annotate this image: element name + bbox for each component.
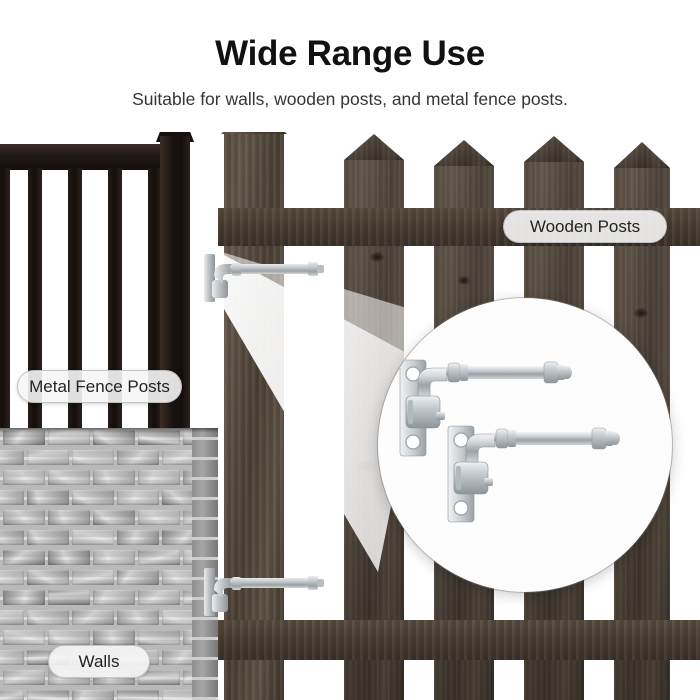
- brick: [138, 670, 180, 685]
- brick: [27, 570, 69, 585]
- page-title: Wide Range Use: [215, 34, 485, 73]
- brick: [72, 530, 114, 545]
- brick: [27, 450, 69, 465]
- brick: [138, 590, 180, 605]
- brick: [138, 430, 180, 445]
- brick: [0, 530, 24, 545]
- gate-latch-mounted-lower: [204, 568, 324, 616]
- picket-tip: [434, 140, 494, 166]
- brick: [3, 590, 45, 605]
- metal-bar: [68, 168, 82, 432]
- brick: [48, 430, 90, 445]
- metal-top-rail: [0, 144, 190, 170]
- label-metal-fence-posts-text: Metal Fence Posts: [29, 376, 170, 396]
- brick: [117, 450, 159, 465]
- brick: [117, 490, 159, 505]
- brick: [48, 510, 90, 525]
- brick: [3, 510, 45, 525]
- product-closeup-circle: [378, 298, 672, 592]
- brick: [48, 550, 90, 565]
- label-walls[interactable]: Walls: [48, 645, 150, 678]
- wood-knot: [458, 276, 470, 285]
- label-wooden-posts-text: Wooden Posts: [529, 216, 641, 236]
- brick: [27, 530, 69, 545]
- brick: [138, 630, 180, 645]
- brick: [0, 570, 24, 585]
- label-walls-text: Walls: [78, 651, 120, 671]
- brick: [72, 450, 114, 465]
- brick: [3, 670, 45, 685]
- brick: [138, 470, 180, 485]
- brick: [3, 550, 45, 565]
- brick: [0, 610, 24, 625]
- brick: [93, 630, 135, 645]
- gate-latch-lower: [447, 425, 620, 523]
- picket-tip: [344, 134, 404, 160]
- picket-tip: [614, 142, 670, 168]
- wall-top-shadow: [0, 428, 218, 433]
- brick: [93, 550, 135, 565]
- gate-latch-mounted-upper: [204, 254, 324, 302]
- brick: [27, 490, 69, 505]
- brick: [72, 490, 114, 505]
- brick: [72, 570, 114, 585]
- post-cap: [221, 132, 287, 134]
- brick: [3, 630, 45, 645]
- metal-bar: [108, 168, 122, 432]
- brick: [162, 690, 204, 700]
- metal-bar: [0, 168, 10, 432]
- brick: [117, 610, 159, 625]
- brick: [0, 690, 24, 700]
- brick: [72, 690, 114, 700]
- brick: [117, 530, 159, 545]
- brick: [138, 510, 180, 525]
- brick: [48, 630, 90, 645]
- brick: [48, 470, 90, 485]
- wood-knot: [356, 460, 376, 472]
- brick: [48, 590, 90, 605]
- brick: [3, 430, 45, 445]
- brick: [27, 610, 69, 625]
- metal-bar: [28, 168, 42, 432]
- brick: [93, 590, 135, 605]
- label-metal-fence-posts[interactable]: Metal Fence Posts: [17, 370, 182, 403]
- brick: [93, 510, 135, 525]
- wood-knot: [634, 308, 648, 318]
- brick: [0, 450, 24, 465]
- picket-tip: [524, 136, 584, 162]
- brick: [93, 430, 135, 445]
- brick: [0, 650, 24, 665]
- brick: [3, 470, 45, 485]
- wood-knot: [370, 252, 384, 262]
- brick: [93, 470, 135, 485]
- label-wooden-posts[interactable]: Wooden Posts: [503, 210, 667, 243]
- header: Wide Range Use Suitable for walls, woode…: [0, 0, 700, 132]
- metal-bar: [148, 168, 162, 432]
- fence-rail-lower: [216, 620, 700, 660]
- brick: [138, 550, 180, 565]
- brick: [0, 490, 24, 505]
- brick: [72, 610, 114, 625]
- brick: [27, 690, 69, 700]
- brick: [117, 570, 159, 585]
- page-subtitle: Suitable for walls, wooden posts, and me…: [132, 89, 568, 109]
- brick: [117, 690, 159, 700]
